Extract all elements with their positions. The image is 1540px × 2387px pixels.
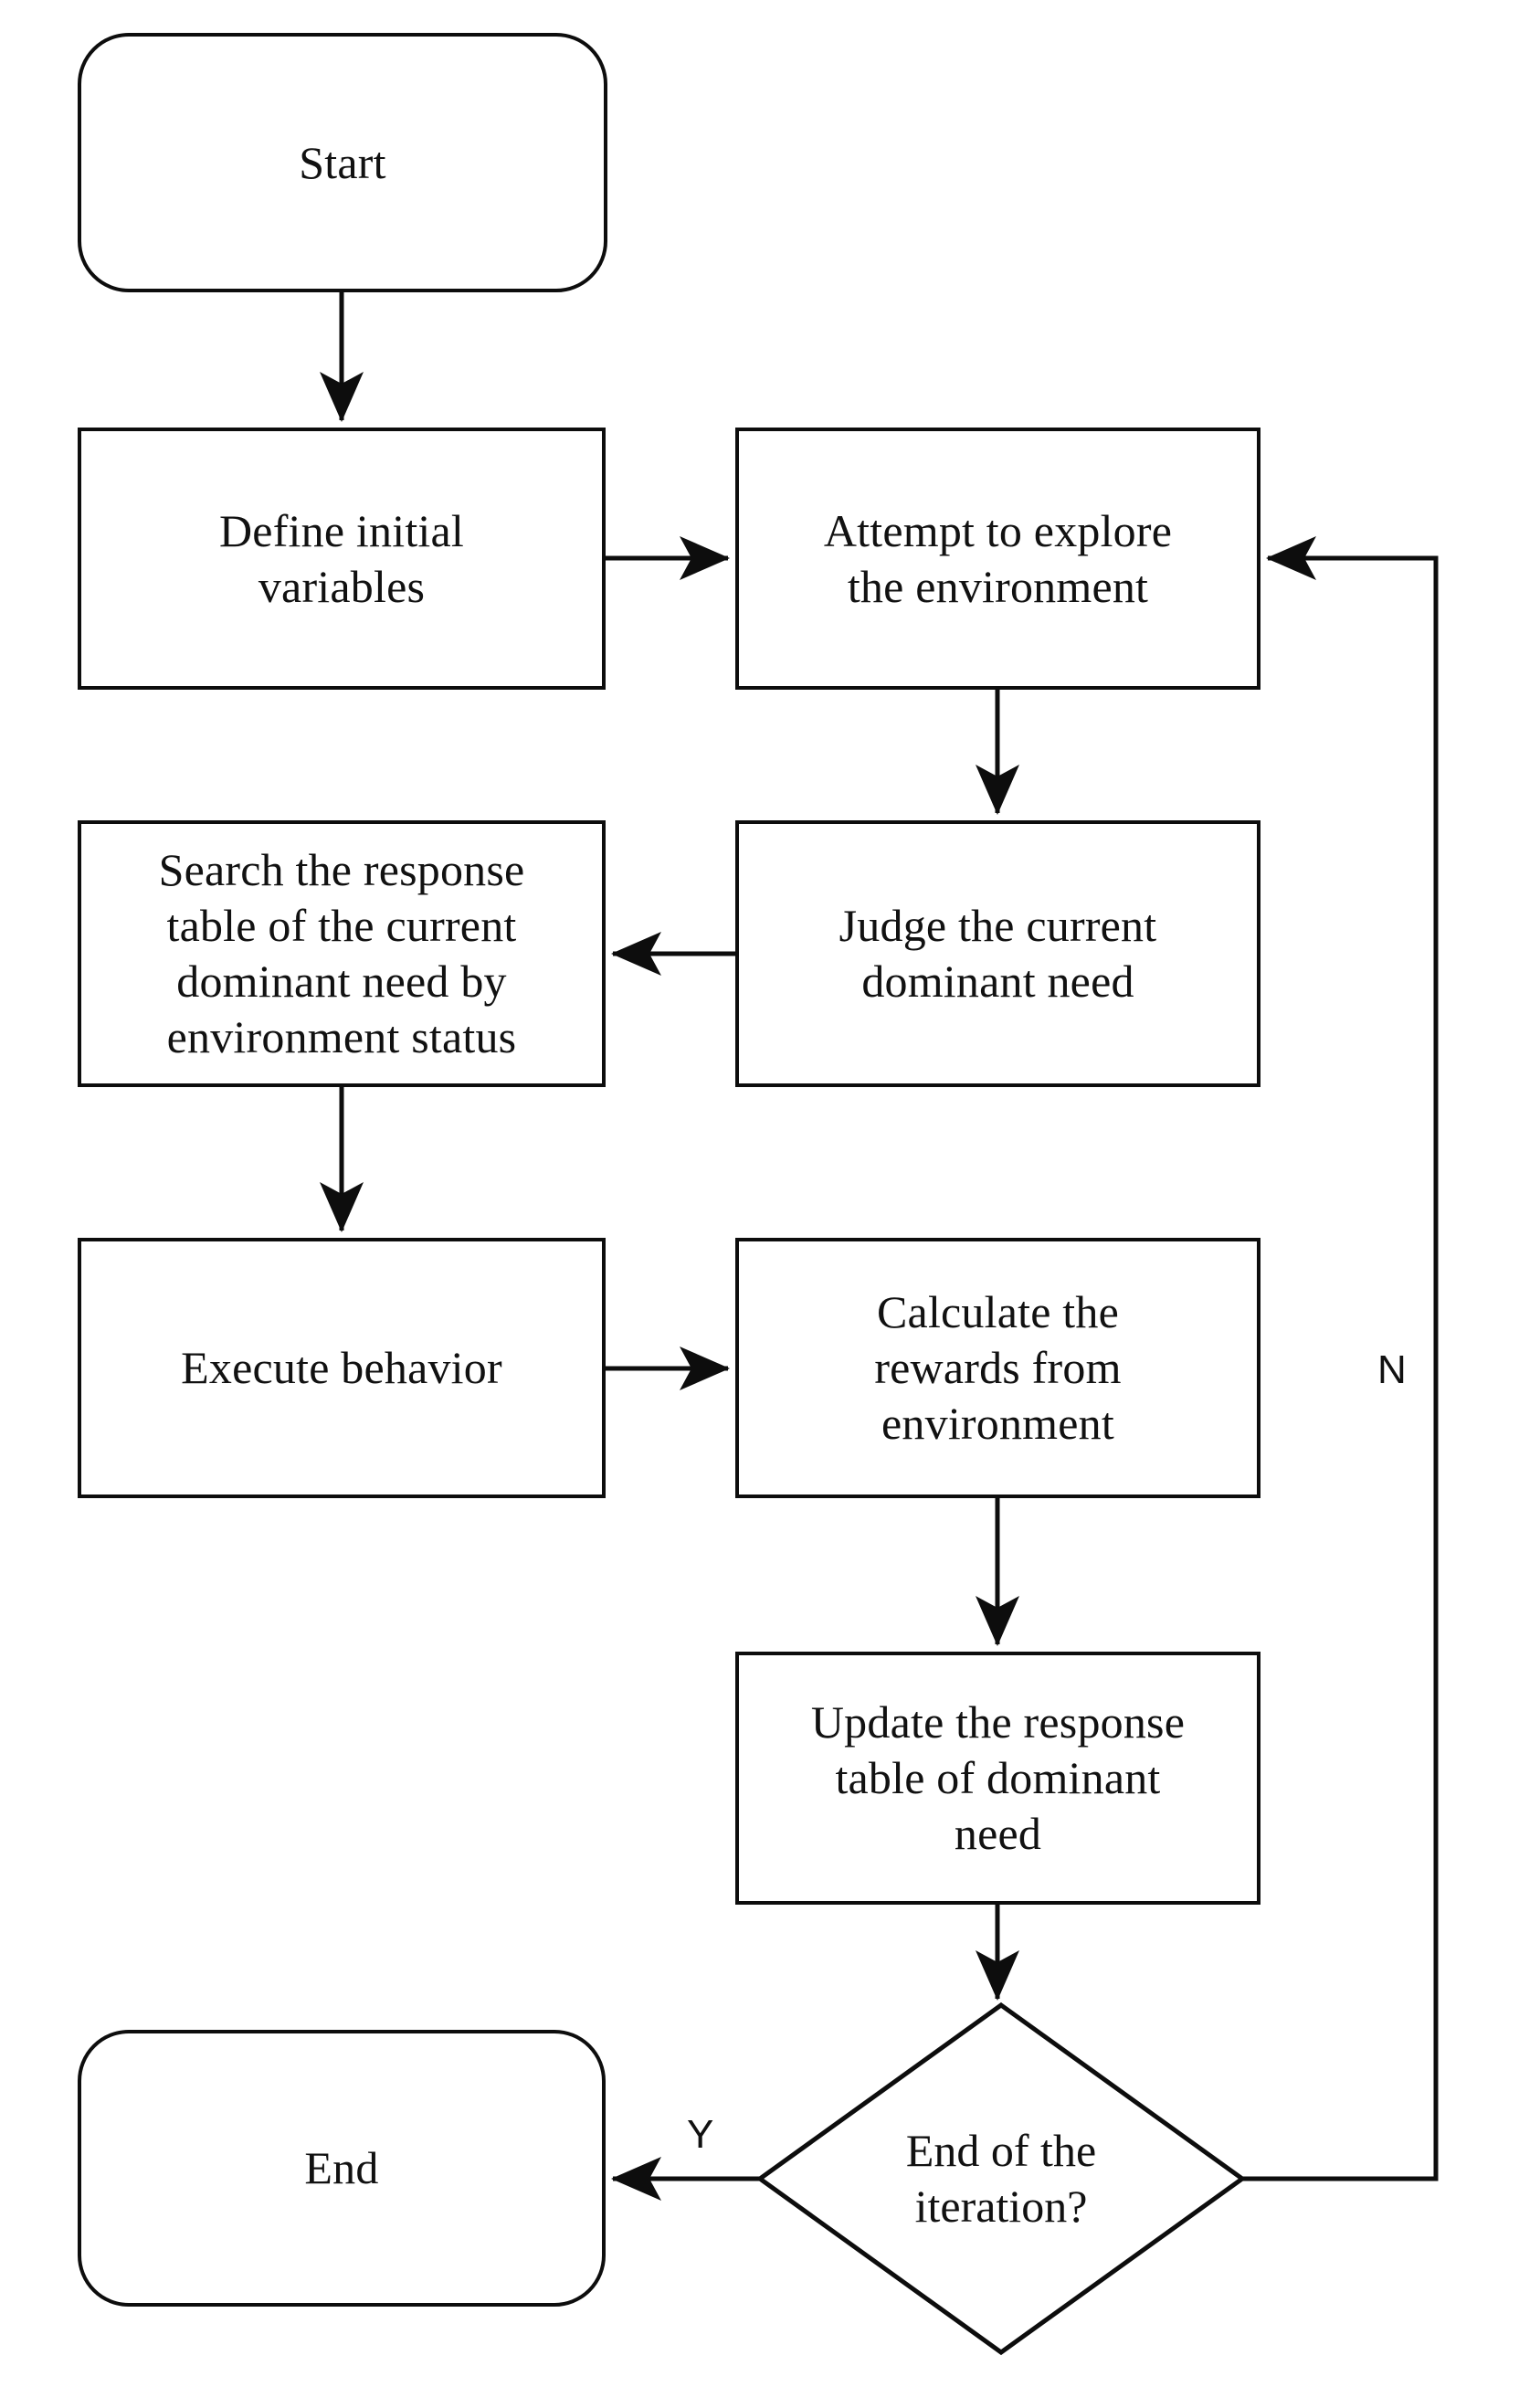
node-search-table-label: Search the response table of the current… — [158, 844, 525, 1062]
node-define-variables-label: Define initial variables — [219, 504, 464, 612]
node-execute-behavior-label: Execute behavior — [181, 1342, 502, 1393]
node-end-of-iteration[interactable]: End of the iteration? — [800, 2087, 1202, 2270]
node-explore-environment[interactable]: Attempt to explore the environment — [735, 428, 1260, 690]
node-execute-behavior[interactable]: Execute behavior — [78, 1238, 606, 1498]
node-judge-need-label: Judge the current dominant need — [839, 900, 1157, 1007]
node-update-table-label: Update the response table of dominant ne… — [810, 1696, 1186, 1859]
node-define-variables[interactable]: Define initial variables — [78, 428, 606, 690]
node-end-label: End — [304, 2142, 379, 2193]
edge-decision-no-loop — [1242, 536, 1439, 2181]
node-start[interactable]: Start — [78, 33, 607, 292]
node-end[interactable]: End — [78, 2030, 606, 2307]
node-start-label: Start — [299, 136, 386, 188]
edge-label-yes: Y — [687, 2112, 714, 2157]
node-calculate-rewards[interactable]: Calculate the rewards from environment — [735, 1238, 1260, 1498]
node-search-table[interactable]: Search the response table of the current… — [78, 820, 606, 1087]
node-update-table[interactable]: Update the response table of dominant ne… — [735, 1652, 1260, 1905]
decision-diamond-shape — [755, 2001, 1247, 2356]
edge-label-no: N — [1377, 1347, 1407, 1392]
node-judge-need[interactable]: Judge the current dominant need — [735, 820, 1260, 1087]
node-end-of-iteration-label: End of the iteration? — [905, 2125, 1097, 2232]
node-explore-environment-label: Attempt to explore the environment — [823, 504, 1173, 612]
node-calculate-rewards-label: Calculate the rewards from environment — [874, 1286, 1122, 1449]
